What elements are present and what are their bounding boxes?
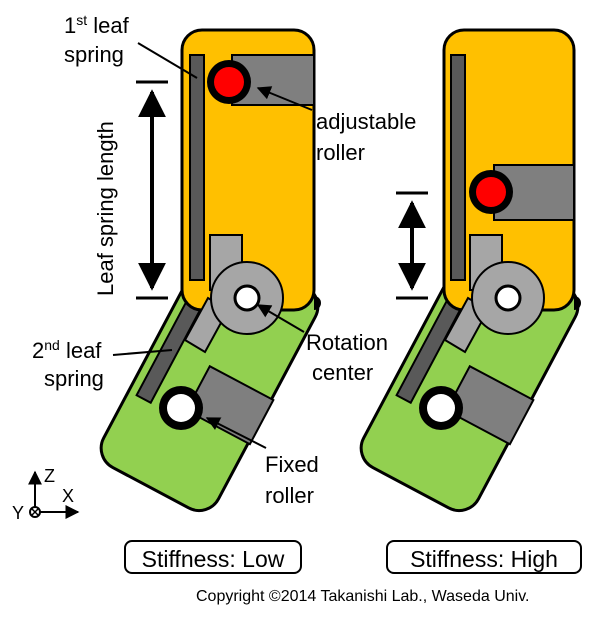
- rotation-label-line1: Rotation: [306, 330, 388, 355]
- fixed-roller-high: [427, 394, 455, 422]
- fixed-roller-slot-high: [444, 364, 535, 446]
- copyright-notice: Copyright ©2014 Takanishi Lab., Waseda U…: [196, 588, 530, 605]
- leaf2-pointer: [112, 349, 173, 356]
- adjustable-label-line2: roller: [316, 140, 365, 165]
- leaf2-label-line2: spring: [44, 366, 104, 391]
- rotation-center-low: [233, 284, 261, 312]
- fixed-roller-low: [167, 394, 195, 422]
- rotation-pointer: [256, 304, 305, 333]
- caption-stiffness-high: Stiffness: High: [386, 540, 582, 574]
- pivot-edge-high: [574, 296, 581, 310]
- leaf2-label-line1: 2nd leaf: [32, 337, 102, 363]
- fixed-label-line1: Fixed: [265, 452, 319, 477]
- leaf1-label-line2: spring: [64, 42, 124, 67]
- fixed-label-line2: roller: [265, 483, 314, 508]
- fixed-pointer: [205, 417, 267, 449]
- high-stiffness-mechanism: [359, 28, 581, 513]
- first-leaf-spring-high: [450, 54, 466, 281]
- axis-x-label: X: [62, 486, 74, 506]
- axis-y-label: Y: [12, 503, 24, 523]
- rotation-label-line2: center: [312, 360, 373, 385]
- y-axis-cross-b: [30, 507, 40, 517]
- pivot-edge-low: [314, 296, 321, 310]
- leaf-spring-length-label: Leaf spring length: [93, 121, 118, 296]
- axis-indicator: Z X Y: [12, 466, 80, 523]
- leaf1-pointer: [137, 42, 198, 79]
- adjustable-label-line1: adjustable: [316, 109, 416, 134]
- first-leaf-spring-low: [189, 54, 205, 281]
- adjustable-roller-high: [476, 177, 506, 207]
- adjustable-roller-low: [214, 67, 244, 97]
- adjustable-pointer: [256, 86, 313, 111]
- caption-stiffness-low: Stiffness: Low: [124, 540, 302, 574]
- rotation-center-high: [494, 284, 522, 312]
- axis-z-label: Z: [44, 466, 55, 486]
- leaf1-label-line1: 1st leaf: [64, 12, 130, 38]
- low-stiffness-mechanism: [99, 28, 321, 513]
